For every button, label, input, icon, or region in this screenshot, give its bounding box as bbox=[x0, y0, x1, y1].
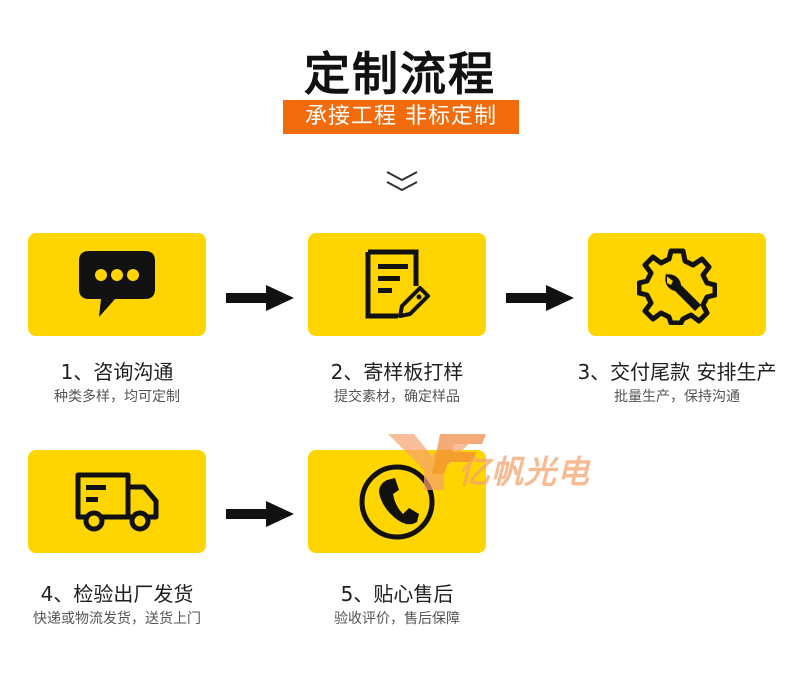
step-label-1: 1、咨询沟通 bbox=[60, 360, 174, 384]
page-title: 定制流程 bbox=[304, 47, 496, 101]
arrow-right-icon bbox=[506, 285, 574, 311]
step-desc-1: 种类多样，均可定制 bbox=[54, 389, 180, 405]
step-label-4: 4、检验出厂发货 bbox=[40, 582, 194, 606]
step-card-shipping bbox=[28, 450, 206, 553]
step-card-production bbox=[588, 233, 766, 336]
step-label-5: 5、贴心售后 bbox=[340, 582, 454, 606]
step-label-2: 2、寄样板打样 bbox=[330, 360, 464, 384]
watermark-logo-icon bbox=[388, 434, 486, 490]
step-desc-4: 快递或物流发货，送货上门 bbox=[33, 611, 201, 627]
watermark-text: 亿帆光电 bbox=[458, 453, 591, 491]
arrow-right-icon bbox=[226, 501, 294, 527]
step-desc-2: 提交素材，确定样品 bbox=[334, 389, 460, 405]
document-tag-icon bbox=[365, 249, 430, 318]
step-desc-3: 批量生产，保持沟通 bbox=[614, 389, 740, 405]
step-card-consult bbox=[28, 233, 206, 336]
step-desc-5: 验收评价，售后保障 bbox=[334, 611, 460, 627]
gear-wrench-icon bbox=[637, 248, 717, 325]
chevron-down-icon bbox=[386, 171, 418, 192]
step-card-sample bbox=[308, 233, 486, 336]
step-label-3: 3、交付尾款 安排生产 bbox=[577, 360, 777, 384]
step-card-after-sales bbox=[308, 450, 486, 553]
chat-bubble-icon bbox=[79, 250, 155, 317]
arrow-right-icon bbox=[226, 285, 294, 311]
truck-icon bbox=[75, 472, 159, 531]
subtitle-banner: 承接工程 非标定制 bbox=[283, 100, 519, 134]
phone-icon bbox=[359, 464, 435, 539]
